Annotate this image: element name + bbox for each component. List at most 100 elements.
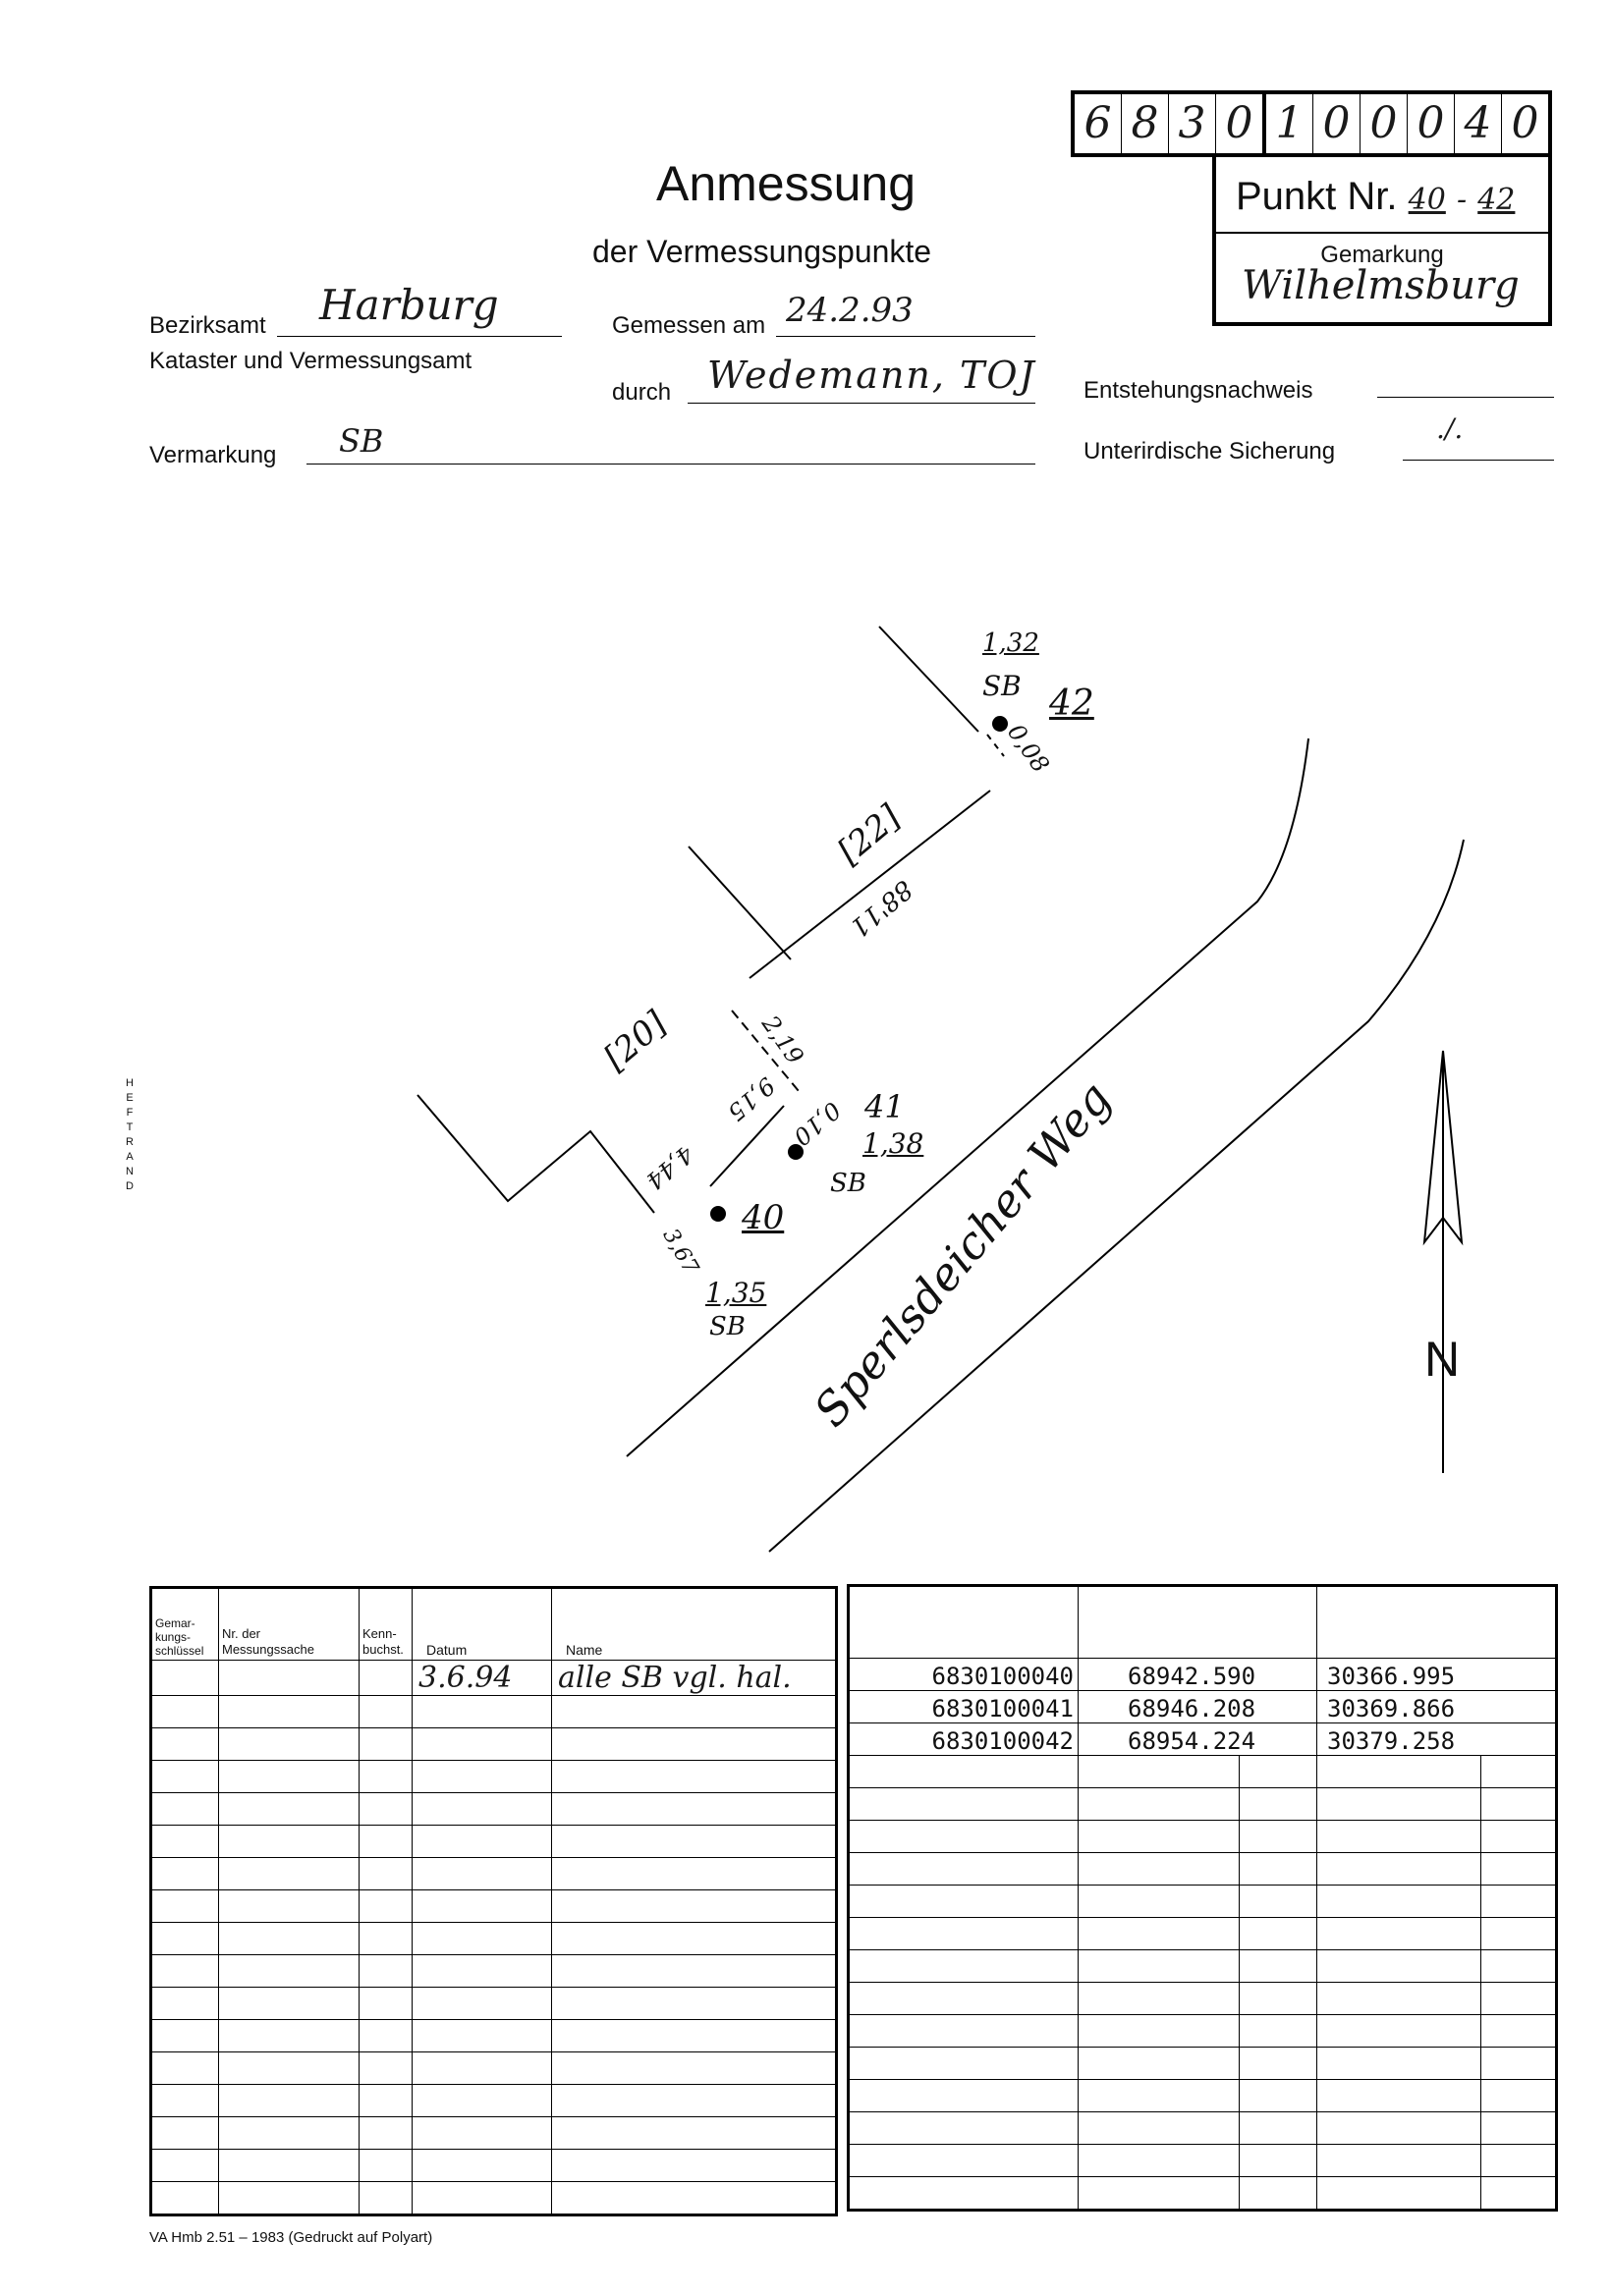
empty-cell[interactable] bbox=[218, 1760, 360, 1793]
empty-cell[interactable] bbox=[551, 2084, 837, 2117]
empty-cell[interactable] bbox=[412, 2084, 552, 2117]
empty-cell[interactable] bbox=[412, 1857, 552, 1890]
empty-cell[interactable] bbox=[359, 2019, 413, 2052]
empty-cell[interactable] bbox=[848, 1787, 1079, 1821]
empty-cell[interactable] bbox=[1480, 1755, 1557, 1788]
empty-cell[interactable] bbox=[1078, 1982, 1240, 2015]
empty-cell[interactable] bbox=[1480, 1820, 1557, 1853]
empty-cell[interactable] bbox=[150, 1954, 219, 1988]
empty-cell[interactable] bbox=[218, 2116, 360, 2150]
empty-cell[interactable] bbox=[150, 2019, 219, 2052]
empty-cell[interactable] bbox=[551, 1889, 837, 1923]
empty-cell[interactable] bbox=[1316, 2079, 1481, 2112]
empty-cell[interactable] bbox=[218, 2181, 360, 2215]
empty-cell[interactable] bbox=[218, 1727, 360, 1761]
empty-cell[interactable] bbox=[1239, 1982, 1317, 2015]
empty-cell[interactable] bbox=[551, 1825, 837, 1858]
empty-cell[interactable] bbox=[359, 1857, 413, 1890]
empty-cell[interactable] bbox=[1316, 2111, 1481, 2145]
empty-cell[interactable] bbox=[1480, 2079, 1557, 2112]
empty-cell[interactable] bbox=[1316, 2047, 1481, 2080]
empty-cell[interactable] bbox=[1239, 1852, 1317, 1886]
empty-cell[interactable] bbox=[1316, 2014, 1481, 2048]
empty-cell[interactable] bbox=[551, 1695, 837, 1728]
empty-cell[interactable] bbox=[1480, 1885, 1557, 1918]
empty-cell[interactable] bbox=[1078, 2079, 1240, 2112]
empty-cell[interactable] bbox=[1239, 2111, 1317, 2145]
empty-cell[interactable] bbox=[218, 1954, 360, 1988]
empty-cell[interactable] bbox=[1239, 2014, 1317, 2048]
empty-cell[interactable] bbox=[1239, 2144, 1317, 2177]
empty-cell[interactable] bbox=[218, 1922, 360, 1955]
empty-cell[interactable] bbox=[218, 2051, 360, 2085]
empty-cell[interactable] bbox=[150, 1889, 219, 1923]
empty-cell[interactable] bbox=[848, 2047, 1079, 2080]
empty-cell[interactable] bbox=[412, 2116, 552, 2150]
empty-cell[interactable] bbox=[412, 1954, 552, 1988]
empty-cell[interactable] bbox=[218, 2149, 360, 2182]
empty-cell[interactable] bbox=[150, 1695, 219, 1728]
empty-cell[interactable] bbox=[150, 2051, 219, 2085]
empty-cell[interactable] bbox=[1078, 1917, 1240, 1950]
empty-cell[interactable] bbox=[1239, 1820, 1317, 1853]
empty-cell[interactable] bbox=[218, 1825, 360, 1858]
empty-cell[interactable] bbox=[150, 2181, 219, 2215]
empty-cell[interactable] bbox=[1078, 1755, 1240, 1788]
empty-cell[interactable] bbox=[551, 1727, 837, 1761]
empty-cell[interactable] bbox=[1316, 2144, 1481, 2177]
empty-cell[interactable] bbox=[848, 2079, 1079, 2112]
empty-cell[interactable] bbox=[1239, 1917, 1317, 1950]
empty-cell[interactable] bbox=[1316, 1982, 1481, 2015]
empty-cell[interactable] bbox=[848, 1917, 1079, 1950]
empty-cell[interactable] bbox=[1078, 2176, 1240, 2211]
empty-cell[interactable] bbox=[1078, 1852, 1240, 1886]
empty-cell[interactable] bbox=[218, 2084, 360, 2117]
empty-cell[interactable] bbox=[1078, 2144, 1240, 2177]
empty-cell[interactable] bbox=[412, 2181, 552, 2215]
empty-cell[interactable] bbox=[359, 1760, 413, 1793]
empty-cell[interactable] bbox=[218, 1889, 360, 1923]
empty-cell[interactable] bbox=[848, 1885, 1079, 1918]
empty-cell[interactable] bbox=[359, 2116, 413, 2150]
empty-cell[interactable] bbox=[551, 1922, 837, 1955]
empty-cell[interactable] bbox=[1316, 1787, 1481, 1821]
empty-cell[interactable] bbox=[551, 2116, 837, 2150]
empty-cell[interactable] bbox=[359, 1889, 413, 1923]
empty-cell[interactable] bbox=[150, 1857, 219, 1890]
empty-cell[interactable] bbox=[359, 1792, 413, 1826]
empty-cell[interactable] bbox=[1480, 2014, 1557, 2048]
empty-cell[interactable] bbox=[848, 1982, 1079, 2015]
empty-cell[interactable] bbox=[1316, 1820, 1481, 1853]
empty-cell[interactable] bbox=[1078, 2047, 1240, 2080]
empty-cell[interactable] bbox=[551, 1954, 837, 1988]
empty-cell[interactable] bbox=[359, 1727, 413, 1761]
empty-cell[interactable] bbox=[848, 2111, 1079, 2145]
empty-cell[interactable] bbox=[218, 1857, 360, 1890]
empty-cell[interactable] bbox=[412, 1922, 552, 1955]
empty-cell[interactable] bbox=[1078, 1820, 1240, 1853]
empty-cell[interactable] bbox=[1239, 1885, 1317, 1918]
empty-cell[interactable] bbox=[551, 2181, 837, 2215]
empty-cell[interactable] bbox=[1480, 1852, 1557, 1886]
empty-cell[interactable] bbox=[412, 1825, 552, 1858]
empty-cell[interactable] bbox=[848, 2144, 1079, 2177]
empty-cell[interactable] bbox=[218, 1792, 360, 1826]
empty-cell[interactable] bbox=[359, 1825, 413, 1858]
empty-cell[interactable] bbox=[1239, 1949, 1317, 1983]
empty-cell[interactable] bbox=[359, 2181, 413, 2215]
empty-cell[interactable] bbox=[1316, 1917, 1481, 1950]
empty-cell[interactable] bbox=[412, 1760, 552, 1793]
empty-cell[interactable] bbox=[1480, 1787, 1557, 1821]
empty-cell[interactable] bbox=[1480, 1949, 1557, 1983]
empty-cell[interactable] bbox=[218, 1695, 360, 1728]
empty-cell[interactable] bbox=[359, 1987, 413, 2020]
empty-cell[interactable] bbox=[551, 1760, 837, 1793]
empty-cell[interactable] bbox=[1316, 1949, 1481, 1983]
empty-cell[interactable] bbox=[218, 2019, 360, 2052]
empty-cell[interactable] bbox=[848, 1852, 1079, 1886]
empty-cell[interactable] bbox=[1480, 1917, 1557, 1950]
empty-cell[interactable] bbox=[359, 2149, 413, 2182]
empty-cell[interactable] bbox=[848, 1820, 1079, 1853]
empty-cell[interactable] bbox=[1316, 2176, 1481, 2211]
empty-cell[interactable] bbox=[359, 2051, 413, 2085]
